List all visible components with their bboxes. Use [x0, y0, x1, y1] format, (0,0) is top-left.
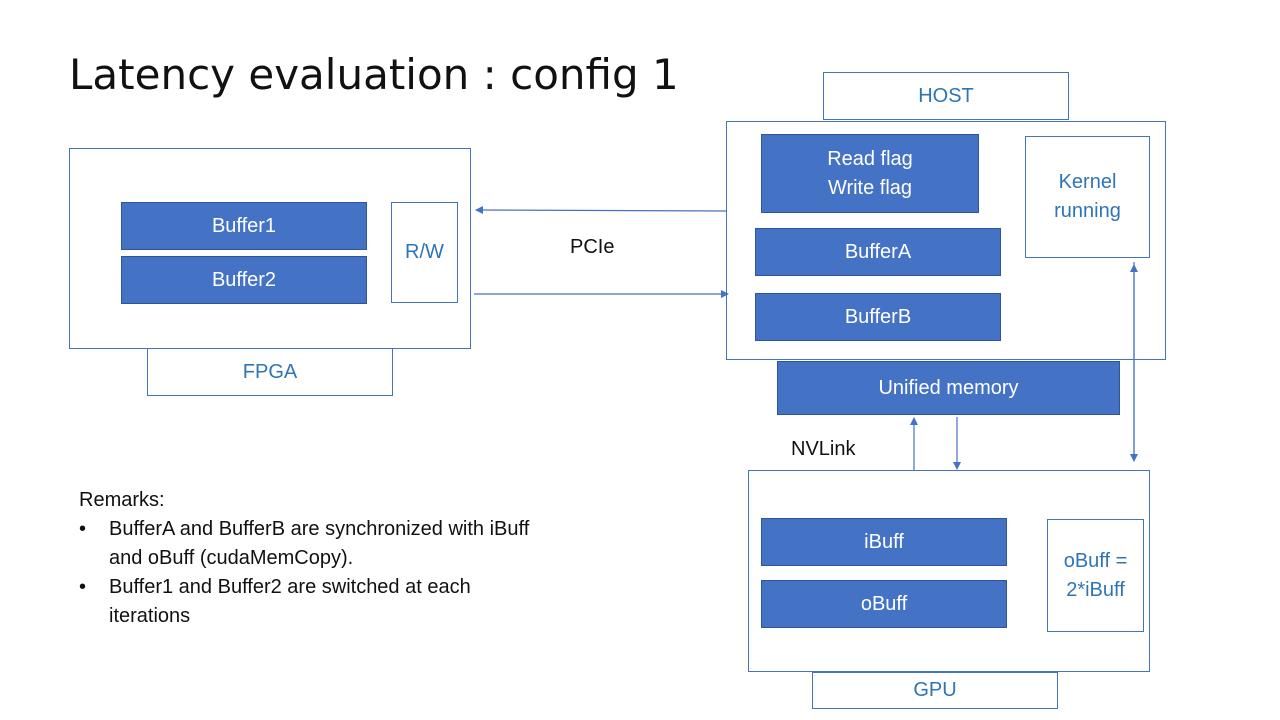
host-kernel-running: Kernel running [1025, 136, 1150, 258]
slide-title: Latency evaluation : config 1 [69, 50, 679, 99]
bullet-icon: • [79, 518, 87, 540]
remarks-list: • BufferA and BufferB are synchronized w… [79, 515, 549, 631]
remark-item: • BufferA and BufferB are synchronized w… [79, 515, 549, 573]
remark-text: BufferA and BufferB are synchronized wit… [109, 518, 530, 569]
fpga-buffer1: Buffer1 [121, 202, 367, 250]
remarks-block: Remarks: • BufferA and BufferB are synch… [79, 486, 549, 631]
unified-memory: Unified memory [777, 361, 1120, 415]
host-buffer-a: BufferA [755, 228, 1001, 276]
host-flags: Read flag Write flag [761, 134, 979, 213]
fpga-rw-box: R/W [391, 202, 458, 303]
pcie-arrow-host-to-fpga [475, 206, 727, 215]
nvlink-link-label: NVLink [791, 438, 856, 460]
remark-text: Buffer1 and Buffer2 are switched at each… [109, 576, 471, 627]
remarks-heading: Remarks: [79, 489, 165, 511]
host-label: HOST [823, 72, 1069, 120]
gpu-ibuff: iBuff [761, 518, 1007, 566]
remark-item: • Buffer1 and Buffer2 are switched at ea… [79, 573, 549, 631]
fpga-label: FPGA [147, 348, 393, 396]
gpu-label: GPU [812, 672, 1058, 709]
fpga-buffer2: Buffer2 [121, 256, 367, 304]
gpu-obuff-formula: oBuff = 2*iBuff [1047, 519, 1144, 632]
gpu-obuff: oBuff [761, 580, 1007, 628]
host-buffer-b: BufferB [755, 293, 1001, 341]
bullet-icon: • [79, 576, 87, 598]
pcie-link-label: PCIe [570, 236, 615, 258]
